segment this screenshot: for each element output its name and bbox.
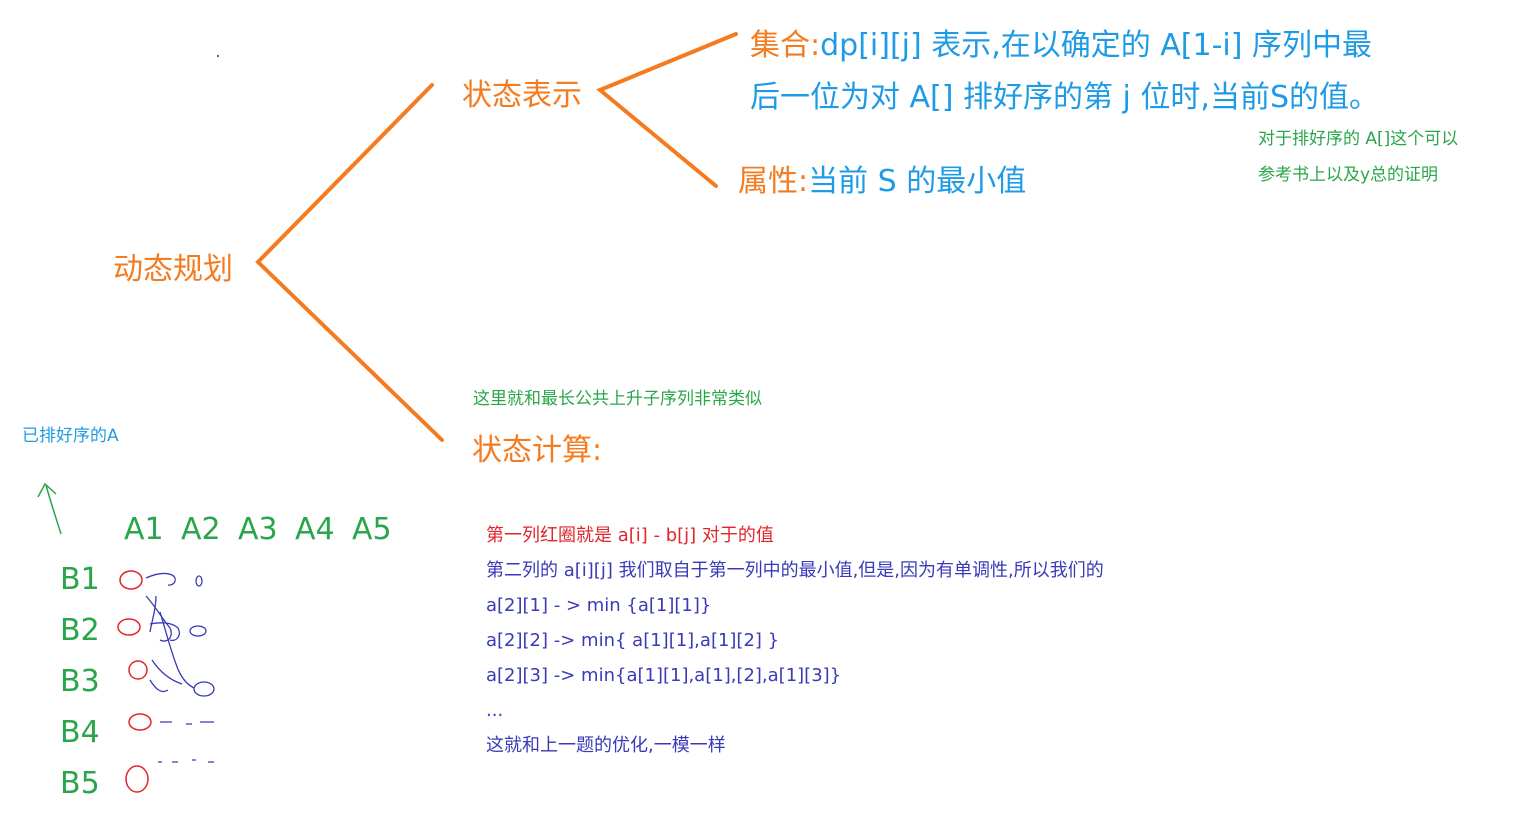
column-label-a4: A4: [295, 512, 335, 547]
explanation-line-6: ...: [486, 700, 504, 721]
row-label-b2: B2: [60, 613, 100, 648]
attr-label: 属性:: [738, 164, 809, 199]
set-text-line2: 后一位为对 A[] 排好序的第 j 位时,当前S的值。: [750, 80, 1379, 115]
red-circle-b3: [128, 660, 148, 680]
explanation-line-2: 第二列的 a[i][j] 我们取自于第一列中的最小值,但是,因为有单调性,所以我…: [486, 560, 1104, 581]
red-circle-b2: [117, 618, 141, 636]
similarity-note: 这里就和最长公共上升子序列非常类似: [473, 389, 762, 409]
column-label-a1: A1: [124, 512, 164, 547]
state-to-subbranches-line: [596, 32, 738, 188]
up-arrow-icon: [37, 482, 62, 535]
set-line-1: 集合:dp[i][j] 表示,在以确定的 A[1-i] 序列中最: [750, 20, 1372, 64]
attribute-line: 属性:当前 S 的最小值: [738, 156, 1026, 200]
row-label-b5: B5: [60, 766, 100, 801]
explanation-block: 第一列红圈就是 a[i] - b[j] 对于的值 第二列的 a[i][j] 我们…: [486, 518, 1104, 763]
explanation-line-7: 这就和上一题的优化,一模一样: [486, 735, 726, 756]
blue-scribbles: [145, 572, 215, 763]
state-representation-node: 状态表示: [462, 78, 582, 113]
explanation-line-4: a[2][2] -> min{ a[1][1],a[1][2] }: [486, 630, 780, 651]
column-label-a3: A3: [238, 512, 278, 547]
column-label-a2: A2: [181, 512, 221, 547]
explanation-line-3: a[2][1] - > min {a[1][1]}: [486, 595, 712, 616]
set-text-line1: dp[i][j] 表示,在以确定的 A[1-i] 序列中最: [820, 28, 1373, 63]
set-label: 集合:: [750, 28, 821, 63]
explanation-line-5: a[2][3] -> min{a[1][1],a[1],[2],a[1][3]}: [486, 665, 842, 686]
attr-text: 当前 S 的最小值: [808, 164, 1027, 199]
red-circle-b4: [128, 713, 152, 731]
row-label-b1: B1: [60, 562, 100, 597]
red-circles: [117, 570, 152, 793]
root-to-state-line: [255, 83, 444, 442]
row-label-b3: B3: [60, 664, 100, 699]
column-label-a5: A5: [352, 512, 392, 547]
side-note-line2: 参考书上以及y总的证明: [1258, 165, 1439, 185]
stray-dot: [217, 55, 219, 57]
red-circle-b1: [119, 570, 143, 590]
side-note-line1: 对于排好序的 A[]这个可以: [1258, 129, 1459, 149]
red-circle-b5: [125, 765, 149, 793]
explanation-line-1: 第一列红圈就是 a[i] - b[j] 对于的值: [486, 525, 774, 546]
root-node: 动态规划: [113, 252, 233, 287]
state-computation-node: 状态计算:: [472, 433, 603, 468]
row-label-b4: B4: [60, 715, 100, 750]
sorted-a-note: 已排好序的A: [22, 426, 119, 446]
